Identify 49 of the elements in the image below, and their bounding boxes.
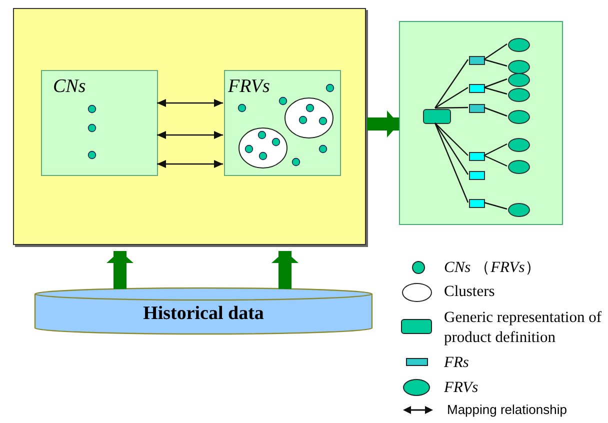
cylinder-label: Historical data: [142, 303, 265, 325]
tree-line: [484, 202, 508, 210]
leaf-category-box: [469, 104, 485, 113]
tree-line: [484, 106, 508, 117]
legend-label: Mapping relationship: [447, 401, 567, 419]
leaf-category-box: [469, 171, 485, 180]
leaf-category-box: [469, 152, 485, 161]
tree-line: [434, 122, 468, 156]
double-arrow: [157, 160, 223, 168]
group-box: [41, 70, 158, 176]
legend-label: FRVs: [444, 378, 478, 398]
leaf-ellipse: [508, 73, 530, 87]
block-arrow: [106, 251, 134, 289]
root-node: [423, 109, 451, 124]
legend-label: FRs: [444, 353, 469, 373]
group-box: [224, 70, 341, 176]
double-arrow: [157, 99, 223, 107]
block-arrow: [367, 110, 399, 138]
legend-label: CNs （FRVs）: [444, 258, 541, 278]
leaf-ellipse: [508, 203, 530, 217]
tree-line: [484, 44, 508, 60]
group-title: FRVs: [228, 76, 270, 98]
leaf-ellipse: [508, 160, 530, 174]
leaf-ellipse: [508, 38, 530, 52]
tree-line: [434, 122, 468, 175]
block-arrow: [272, 251, 298, 289]
tree-panel: [399, 21, 563, 225]
leaf-category-box: [469, 84, 485, 93]
container-box: [13, 8, 366, 245]
leaf-ellipse: [508, 138, 530, 152]
tree-line: [484, 86, 508, 95]
leaf-ellipse: [508, 110, 530, 124]
tree-line: [434, 87, 468, 108]
tree-line: [484, 143, 508, 156]
legend-label: Clusters: [444, 282, 495, 302]
leaf-ellipse: [508, 88, 530, 102]
tree-line: [434, 122, 469, 203]
leaf-ellipse: [508, 60, 530, 74]
leaf-category-box: [469, 199, 485, 208]
tree-line: [435, 106, 468, 109]
legend-label: Generic representation of product definition: [444, 308, 603, 348]
tree-line: [484, 58, 508, 67]
leaf-category-box: [469, 56, 485, 65]
double-arrow: [157, 131, 223, 139]
database-cylinder: [34, 287, 373, 335]
tree-line: [484, 154, 508, 167]
group-title: CNs: [53, 76, 86, 98]
tree-line: [434, 59, 468, 108]
tree-line: [484, 78, 508, 88]
